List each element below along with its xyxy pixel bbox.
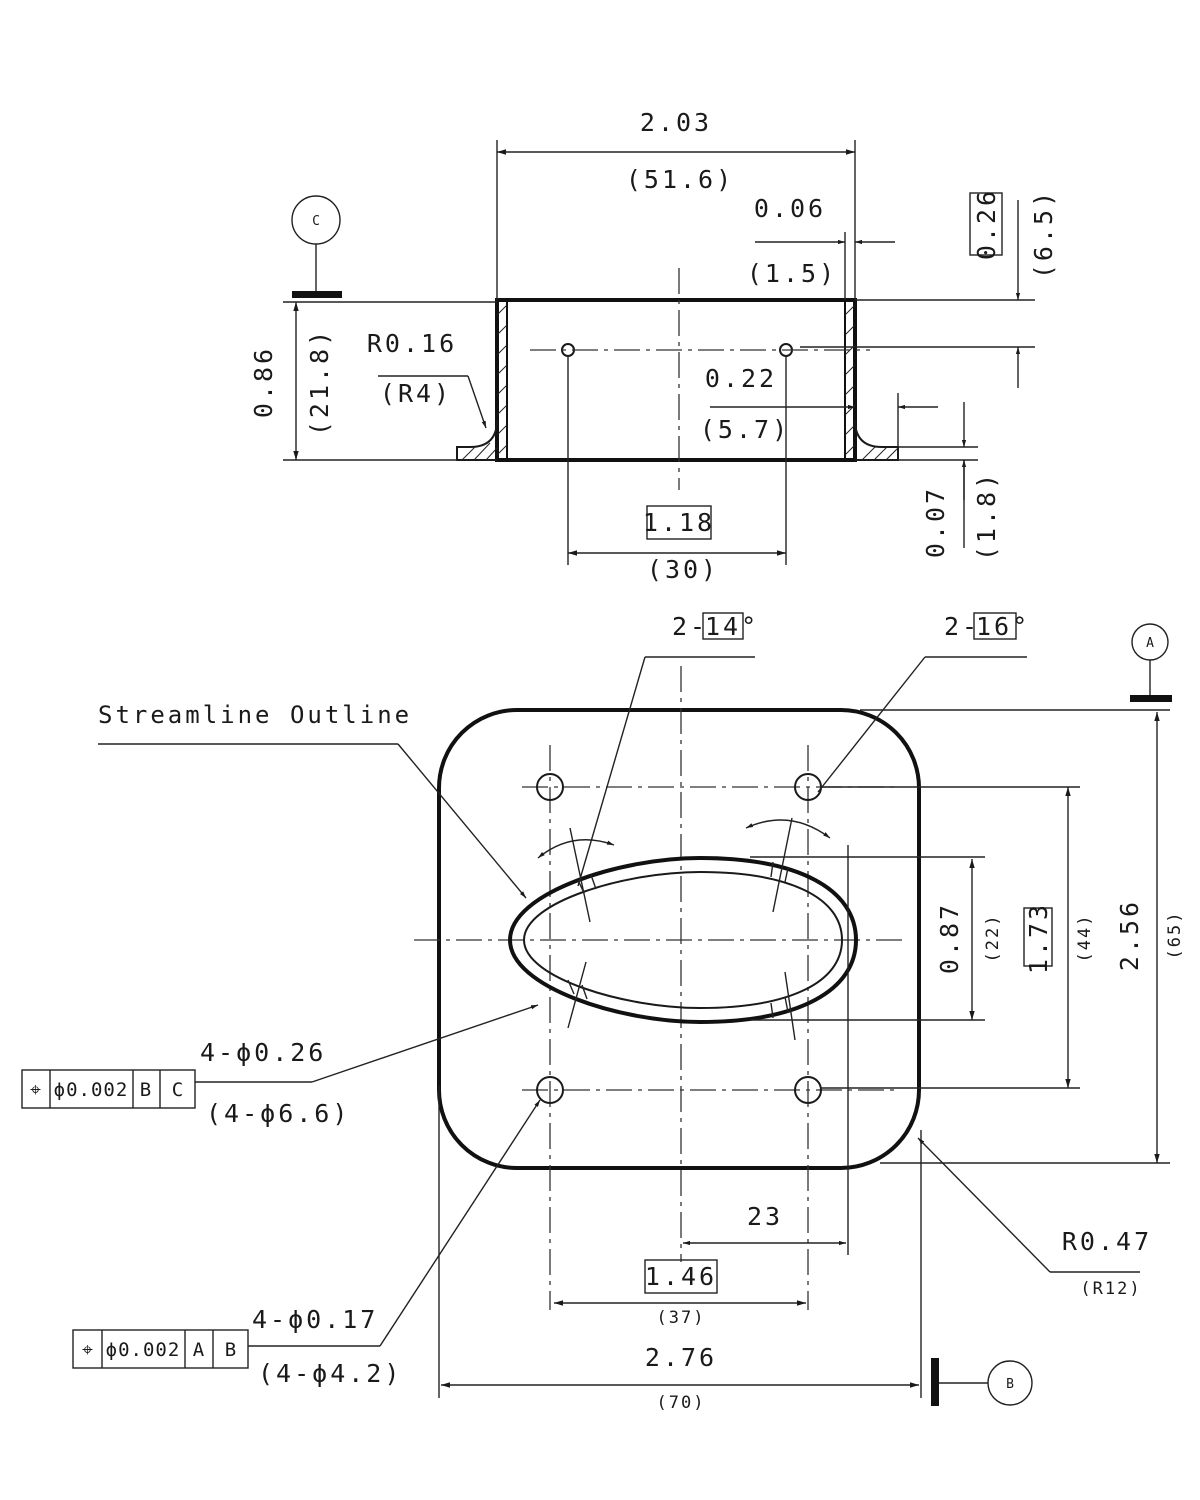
height-mm-dim: (21.8) xyxy=(305,328,334,436)
flange-dim: 0.22 xyxy=(705,364,777,393)
streamline-slot-outer xyxy=(507,855,859,1025)
svg-text:A: A xyxy=(193,1339,205,1361)
hole-depth-box xyxy=(969,192,1003,256)
datum-c: C xyxy=(291,195,342,298)
streamline-slot-inner xyxy=(522,870,844,1010)
flange-thk-dim: 0.07 xyxy=(921,486,950,558)
left-wall-section xyxy=(496,299,508,461)
right-wall-section xyxy=(844,299,856,461)
big-holes-fcf: ⌖ ϕ0.002 B C xyxy=(21,1069,196,1109)
hole-depth-mm-dim: (6.5) xyxy=(1029,189,1058,279)
hole-bottom-right xyxy=(794,1076,822,1104)
hole-spacing-dim: 1.18 xyxy=(643,508,715,537)
hole-spacing-h-dim: 1.46 xyxy=(645,1262,717,1291)
overall-height-dim: 2.56 xyxy=(1115,899,1144,971)
fillet-mm-dim: (R4) xyxy=(380,379,452,408)
slot-height-dim: 0.87 xyxy=(935,902,964,974)
datum-a-label: A xyxy=(1146,636,1154,651)
angle-right-prefix: 2- xyxy=(944,612,980,641)
width-dim: 2.03 xyxy=(640,108,712,137)
small-holes-fcf: ⌖ ϕ0.002 A B xyxy=(72,1329,249,1369)
side-view: 2.03 (51.6) 0.06 (1.5) 0.26 (6.5) 0.86 (… xyxy=(249,108,1058,584)
svg-text:ϕ0.002: ϕ0.002 xyxy=(106,1339,181,1361)
hole-spacing-box xyxy=(646,505,712,540)
height-dim: 0.86 xyxy=(249,346,278,418)
angle-left-prefix: 2- xyxy=(672,612,708,641)
right-flange xyxy=(854,419,899,461)
flange-mm-dim: (5.7) xyxy=(700,415,790,444)
plan-view: 2- 14° 2- 16° Streamline Outline A 2.56 … xyxy=(21,612,1185,1413)
width-mm-dim: (51.6) xyxy=(626,165,734,194)
wall-mm-dim: (1.5) xyxy=(747,259,837,288)
streamline-note: Streamline Outline xyxy=(98,701,412,729)
svg-text:B: B xyxy=(140,1079,152,1101)
overall-width-dim: 2.76 xyxy=(645,1343,717,1372)
corner-radius-mm-dim: (R12) xyxy=(1080,1279,1141,1299)
hole-spacing-v-mm-dim: (44) xyxy=(1075,914,1095,963)
angle-left-dim: 14° xyxy=(705,612,759,641)
hole-depth-dim: 0.26 xyxy=(972,188,1001,260)
flange-thk-mm-dim: (1.8) xyxy=(972,471,1001,561)
hole-top-left xyxy=(536,773,564,801)
svg-text:B: B xyxy=(225,1339,237,1361)
overall-width-mm-dim: (70) xyxy=(657,1393,706,1413)
big-holes-dim: 4-ϕ0.26 xyxy=(200,1038,326,1067)
flange-hatching xyxy=(461,442,899,461)
small-holes-mm-dim: (4-ϕ4.2) xyxy=(258,1359,402,1388)
small-holes-dim: 4-ϕ0.17 xyxy=(252,1305,378,1334)
angle-right-dim: 16° xyxy=(976,612,1030,641)
svg-text:ϕ0.002: ϕ0.002 xyxy=(54,1079,129,1101)
hole-spacing-v-dim: 1.73 xyxy=(1024,902,1053,974)
corner-radius-dim: R0.47 xyxy=(1062,1227,1152,1256)
side-body-outline xyxy=(495,298,857,462)
wall-hatching xyxy=(496,304,856,456)
offset-dim: 23 xyxy=(747,1202,783,1231)
overall-height-mm-dim: (65) xyxy=(1165,911,1185,960)
big-holes-mm-dim: (4-ϕ6.6) xyxy=(206,1099,350,1128)
hole-spacing-mm-dim: (30) xyxy=(647,555,719,584)
datum-c-label: C xyxy=(312,214,320,229)
slot-ribs xyxy=(567,861,789,1019)
hole-bottom-left xyxy=(536,1076,564,1104)
fillet-dim: R0.16 xyxy=(367,329,457,358)
datum-a: A xyxy=(1130,623,1172,702)
left-flange xyxy=(456,419,498,461)
position-icon: ⌖ xyxy=(30,1079,42,1101)
position-icon: ⌖ xyxy=(82,1339,94,1361)
datum-b-label: B xyxy=(1006,1377,1014,1392)
wall-dim: 0.06 xyxy=(754,194,826,223)
datum-c-bar xyxy=(292,291,342,298)
slot-height-mm-dim: (22) xyxy=(983,914,1003,963)
hole-spacing-h-mm-dim: (37) xyxy=(657,1308,706,1328)
plate-outline xyxy=(437,708,921,1170)
datum-b: B xyxy=(931,1358,1033,1406)
svg-text:C: C xyxy=(172,1079,184,1101)
